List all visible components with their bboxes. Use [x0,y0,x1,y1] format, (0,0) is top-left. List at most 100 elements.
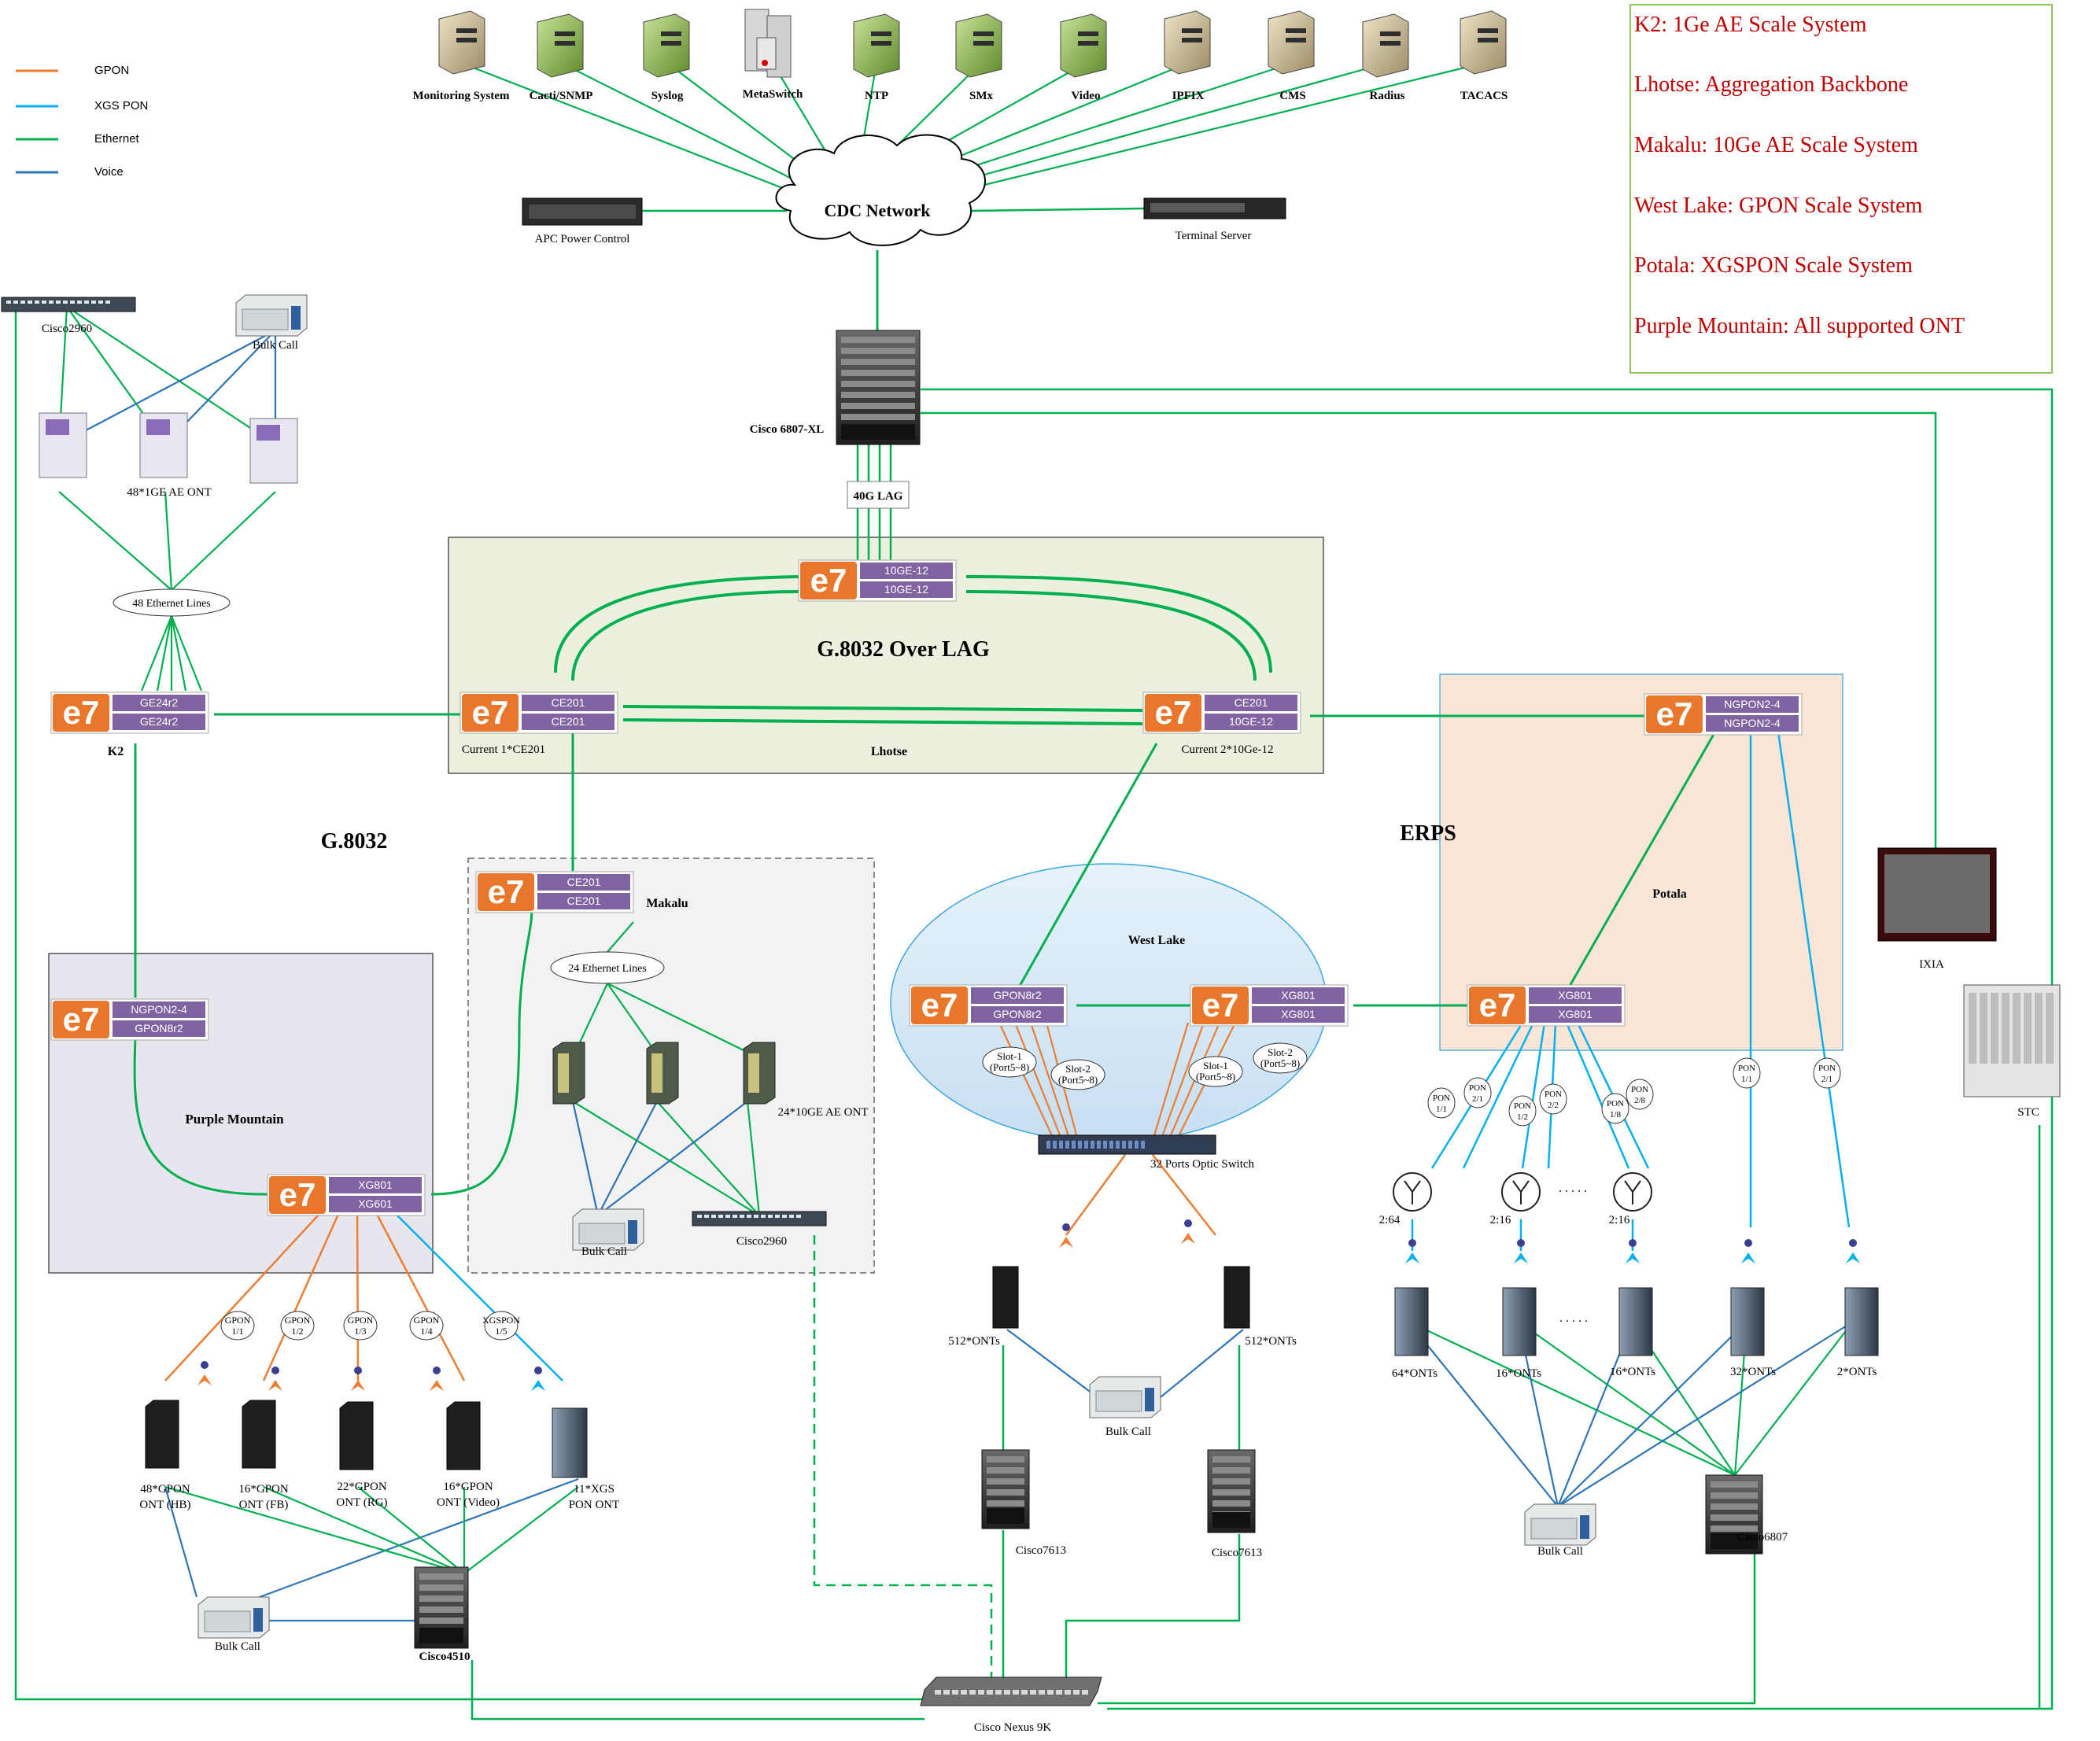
purple-ont-2-line2: ONT (FB) [239,1499,289,1511]
server-icon-slot [1078,31,1098,36]
server-icon-slot [555,41,575,46]
makalu-switch-icon-port [704,1215,709,1218]
purple-ont-1-line1: 48*GPON [140,1483,190,1496]
splitter-icon [1501,1172,1541,1212]
nexus-port [1004,1690,1010,1695]
nexus-switch-icon [920,1676,1102,1706]
potala-ont-1: 64*ONTs [1392,1367,1438,1380]
k2-bulk-call-icon-panel [242,308,289,330]
cisco7613-right-icon-card [1212,1456,1250,1463]
westlake-slot-4: Slot-2(Port5~8) [1253,1042,1308,1074]
westlake-router-nexus-link [1065,1534,1241,1691]
lhotse-right-e7-card-2 [1205,714,1297,730]
gpon-ont-icon [339,1401,374,1470]
potala-pon-7-line1: PON [1738,1064,1755,1073]
server-icon-slot [661,31,681,36]
k2-ont-link [66,306,276,445]
potala-ont-body [1844,1287,1879,1356]
purple-connector-arrow [351,1380,365,1391]
gpon-ont-body [446,1401,481,1470]
ring-link [622,705,1143,712]
lhotse-left-e7-card-2-label: CE201 [552,715,585,728]
purple-connector-dot [354,1367,362,1374]
westlake-bulk-link [1006,1329,1102,1401]
purple-pon-link [356,1203,360,1381]
k2-label: K2 [108,745,124,758]
server-label-smx: SMx [969,90,994,102]
cisco6807-icon-fan [1711,1533,1758,1549]
potala-switch-link [1734,1321,1854,1476]
nexus-port [1056,1690,1062,1695]
optic-ont-link [1152,1154,1216,1236]
westlake-ont-left-label: 512*ONTs [948,1335,1000,1348]
lhotse-label: Lhotse [871,745,907,758]
k2-lines-e7-link [170,615,203,692]
nexus-label: Cisco Nexus 9K [974,1721,1051,1734]
westlake-connector [1059,1223,1073,1248]
purple-pon-4-line2: 1/4 [420,1326,432,1337]
purple-connector-arrow [430,1380,444,1391]
west-lake-label: West Lake [1128,934,1185,947]
purple-connector [268,1367,282,1391]
westlake-connector-dot [1184,1219,1192,1227]
potala-nexus-link [1098,1554,1756,1705]
lhotse-top-e7-logo: e7 [810,562,847,599]
stc-body [1963,984,2061,1097]
westlake-connector-arrow [1059,1237,1073,1248]
server-icon-slot [1182,38,1202,42]
lhotse-right-caption: Current 2*10Ge-12 [1181,743,1273,756]
purple-pon-link [262,1203,345,1381]
cisco7613-right-icon [1207,1449,1256,1533]
ring-link [622,718,1143,725]
splitter-symbol [1624,1180,1641,1204]
purple-connector-dot [201,1361,209,1369]
k2-lines-label: 48 Ethernet Lines [132,598,211,610]
cisco6807-icon-card [1711,1514,1758,1521]
gpon-ont-icon [446,1401,481,1470]
potala-switch-label: Cisco6807 [1737,1531,1788,1544]
westlake-ont-right-label: 512*ONTs [1245,1335,1297,1348]
potala-connector [1626,1239,1640,1263]
ixia-label: IXIA [1919,958,1944,971]
optic-switch-port [1103,1141,1107,1149]
potala-top-e7-card-1-label: NGPON2-4 [1724,698,1781,710]
westlake-slot-labels: Slot-1(Port5~8)Slot-2(Port5~8)Slot-1(Por… [982,1042,1308,1090]
cisco4510-icon-card [419,1573,463,1580]
westlake-slot-2-line1: Slot-2 [1065,1063,1091,1075]
purple-top-e7-card-2-label: GPON8r2 [135,1022,183,1035]
splitter-symbol [1512,1180,1530,1204]
server-icon-slot [1078,41,1098,46]
stc-card [2002,993,2010,1064]
westlake-slot-link [1029,1022,1072,1142]
potala-pon-link [1777,731,1851,1228]
optic-switch-label: 32 Ports Optic Switch [1150,1158,1255,1171]
nexus-port [969,1690,976,1695]
purple-mountain-label: Purple Mountain [185,1112,284,1127]
gpon-ont-icon [242,1400,276,1469]
ixia-panel [1884,854,1990,933]
core-switch-icon-card [841,392,915,398]
optic-switch-port [1053,1141,1057,1149]
cisco7613-left-icon-card [987,1467,1024,1474]
ring-arc [965,575,1272,673]
k2-switch-icon-port [77,301,82,304]
k2-switch-icon-port [70,301,75,304]
optic-switch-port [1109,1141,1113,1149]
purple-ont-switch-link [263,1485,465,1575]
cisco7613-right-icon-card [1212,1467,1250,1474]
server-icon-slot [973,41,994,46]
purple-pon-link [385,1203,563,1381]
cisco7613-left-icon-card [987,1489,1024,1496]
server-icon-slot [1286,38,1306,42]
potala-ont-4: 32*ONTs [1730,1366,1776,1378]
westlake-ont-body [992,1266,1019,1329]
potala-top-e7-card-1 [1706,696,1799,713]
cdc-network-cloud: CDC Network [775,134,987,246]
server-icon [438,10,485,75]
potala-connector-arrow [1514,1252,1528,1263]
ring-arc [965,590,1257,681]
purple-bottom-e7-logo-bg [269,1176,326,1214]
